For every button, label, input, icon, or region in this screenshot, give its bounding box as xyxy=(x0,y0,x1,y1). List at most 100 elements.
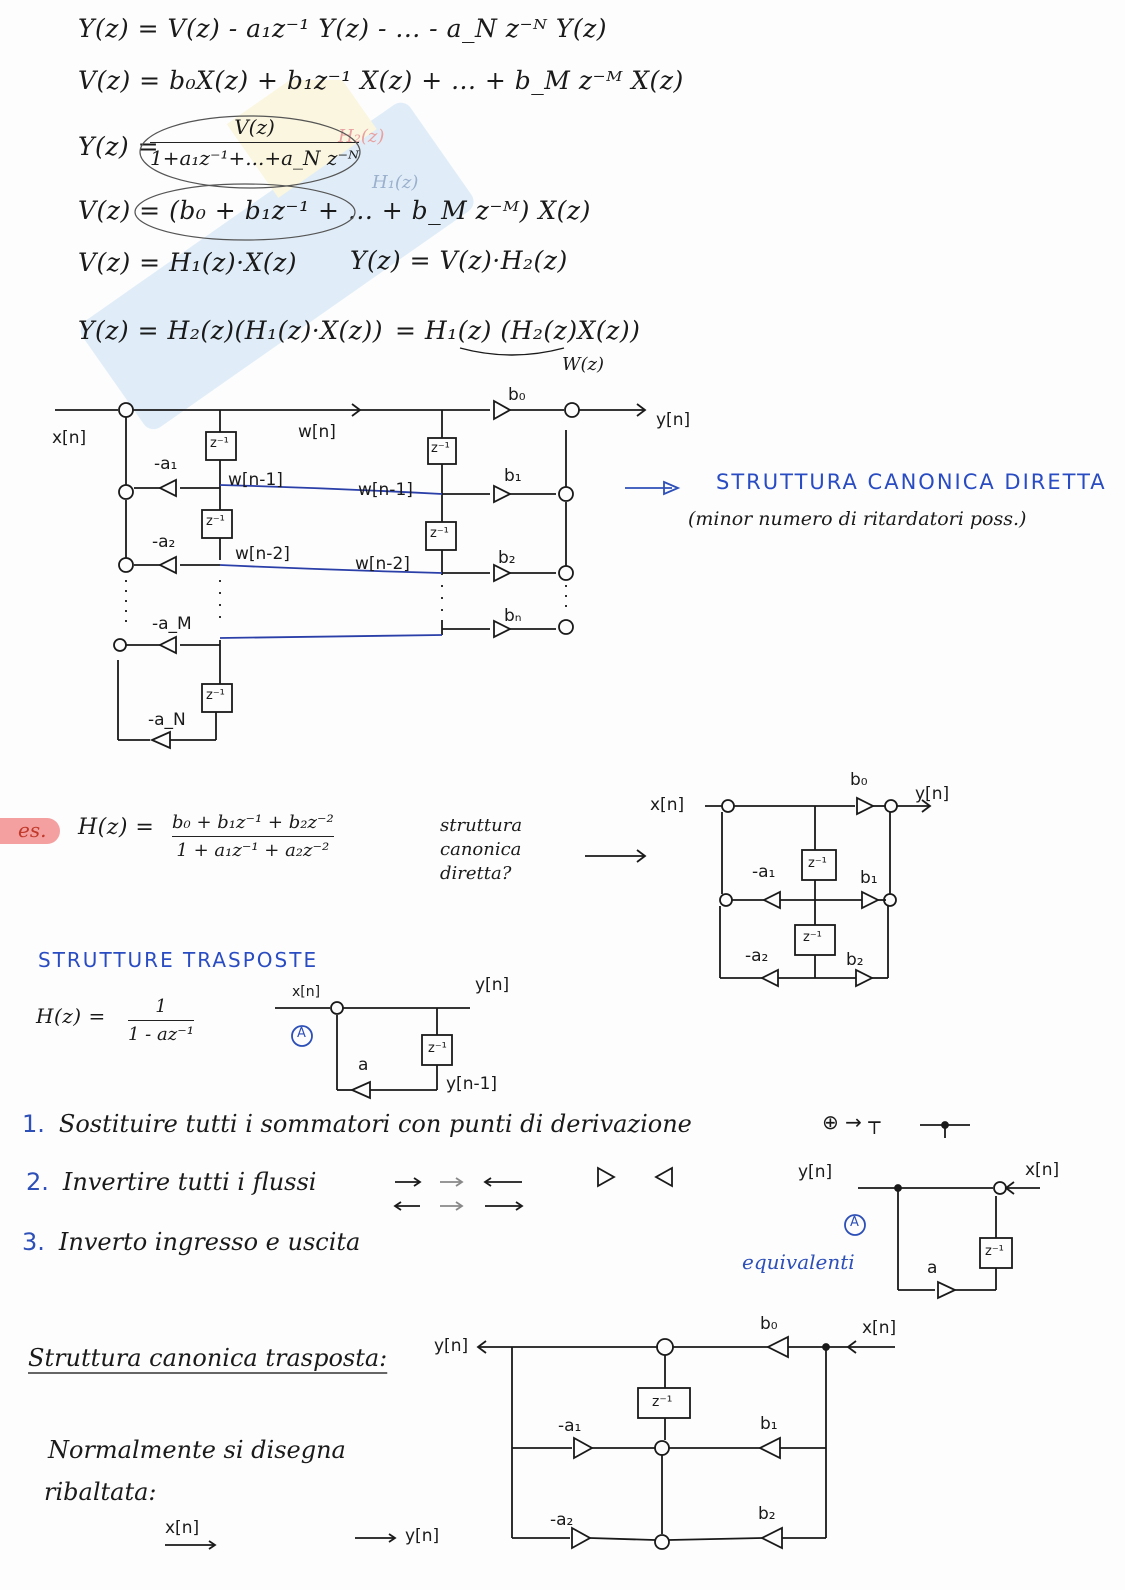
transposed-output: y[n] xyxy=(475,975,510,995)
step-3: 3.Inverto ingresso e uscita xyxy=(22,1228,360,1256)
example-gain-a1: -a₁ xyxy=(752,862,776,882)
tc-gain-a1: -a₁ xyxy=(558,1416,582,1436)
equation-3-numerator: V(z) xyxy=(234,115,275,139)
diag1-w2b-label: w[n-2] xyxy=(355,554,410,574)
diag1-delay-3: z⁻¹ xyxy=(206,688,225,703)
step-1-text: Sostituire tutti i sommatori con punti d… xyxy=(58,1110,692,1138)
equation-6b: = H₁(z) (H₂(z)X(z)) xyxy=(395,316,641,345)
adder-left-2 xyxy=(118,557,134,573)
bottom-note-line1: Normalmente si disegna xyxy=(48,1436,346,1464)
example-question: struttura canonica diretta? xyxy=(440,815,523,884)
equation-1: Y(z) = V(z) - a₁z⁻¹ Y(z) - ... - a_N z⁻ᴺ… xyxy=(78,14,608,43)
bottom-note-line2: ribaltata: xyxy=(44,1478,157,1506)
adder-right-2 xyxy=(558,565,574,581)
circle-h2-annotation xyxy=(139,115,361,189)
delay-left-1 xyxy=(205,431,237,461)
diag1-w2-label: w[n-2] xyxy=(235,544,290,564)
example-delay-2: z⁻¹ xyxy=(803,930,822,945)
example-fraction: b₀ + b₁z⁻¹ + b₂z⁻² 1 + a₁z⁻¹ + a₂z⁻² xyxy=(172,812,334,861)
gain-minus-a2 xyxy=(157,555,177,575)
h1-annotation: H₁(z) xyxy=(372,172,419,193)
diag1-input-label: x[n] xyxy=(52,428,87,448)
example-lhs: H(z) = xyxy=(78,815,155,840)
equivalent-output: y[n] xyxy=(798,1162,833,1182)
adder-right-3 xyxy=(558,619,574,635)
example-numerator: b₀ + b₁z⁻¹ + b₂z⁻² xyxy=(172,812,334,833)
gain-minus-a1 xyxy=(157,478,177,498)
gain-minus-am xyxy=(157,635,177,655)
step-1-number: 1. xyxy=(22,1110,45,1138)
transposed-gain: a xyxy=(358,1055,369,1075)
example-tag-highlight xyxy=(0,818,60,844)
equivalent-gain: a xyxy=(927,1258,938,1278)
diag1-gain-bn: bₙ xyxy=(504,606,522,626)
tc-gain-a2: -a₂ xyxy=(550,1510,574,1530)
example-gain-b2: b₂ xyxy=(846,950,864,970)
delay-left-2 xyxy=(201,509,233,539)
step-1: 1. Sostituire tutti i sommatori con punti… xyxy=(22,1110,692,1138)
adder-right-1 xyxy=(558,486,574,502)
transposed-canonical-title: Struttura canonica trasposta: xyxy=(28,1344,388,1372)
fraction-bar xyxy=(150,142,360,143)
gain-b2 xyxy=(493,563,513,583)
tc-gain-b0: b₀ xyxy=(760,1314,778,1334)
step-2-number: 2. xyxy=(26,1168,49,1196)
equation-5b: Y(z) = V(z)·H₂(z) xyxy=(350,246,568,275)
transposed-lhs: H(z) = xyxy=(36,1004,106,1028)
w-annotation: W(z) xyxy=(562,354,605,375)
canonical-note: (minor numero di ritardatori poss.) xyxy=(688,508,1027,530)
adder-top-left xyxy=(118,402,134,418)
step-2: 2. Invertire tutti i flussi xyxy=(26,1168,316,1196)
transposed-fraction: 1 1 - az⁻¹ xyxy=(128,996,194,1045)
tc-gain-b2: b₂ xyxy=(758,1504,776,1524)
transposed-numerator: 1 xyxy=(155,996,167,1017)
example-tag: es. xyxy=(18,818,47,842)
w-underbrace xyxy=(459,347,565,356)
delay-left-3 xyxy=(201,683,233,713)
gain-bn xyxy=(493,619,513,639)
diag1-delay-1: z⁻¹ xyxy=(210,436,229,451)
diag1-gain-a1: -a₁ xyxy=(154,454,178,474)
transposed-title: STRUTTURE TRASPOSTE xyxy=(38,948,319,972)
tc-delay: z⁻¹ xyxy=(652,1394,673,1410)
equation-2: V(z) = b₀X(z) + b₁z⁻¹ X(z) + ... + b_M z… xyxy=(78,66,684,95)
example-gain-a2: -a₂ xyxy=(745,946,769,966)
transposed-marker: A xyxy=(297,1026,306,1041)
example-denominator: 1 + a₁z⁻¹ + a₂z⁻² xyxy=(176,840,330,861)
diag1-gain-b0: b₀ xyxy=(508,385,526,405)
example-gain-b1: b₁ xyxy=(860,868,878,888)
diag1-w1b-label: w[n-1] xyxy=(358,480,413,500)
gain-minus-an xyxy=(149,730,171,750)
diag1-output-label: y[n] xyxy=(656,410,691,430)
step-2-text: Invertire tutti i flussi xyxy=(62,1168,317,1196)
delay-right-2 xyxy=(425,521,457,551)
transposed-delay: z⁻¹ xyxy=(428,1041,447,1056)
diag1-w-label: w[n] xyxy=(298,422,336,442)
diag1-delay-4: z⁻¹ xyxy=(431,441,450,456)
equivalent-marker: A xyxy=(850,1215,859,1230)
adder-left-3 xyxy=(113,638,127,652)
tc-input: x[n] xyxy=(862,1318,897,1338)
bottom-note-input: x[n] xyxy=(165,1518,200,1538)
diag1-w1-label: w[n-1] xyxy=(228,470,283,490)
equation-3-denominator: 1+a₁z⁻¹+...+a_N z⁻ᴺ xyxy=(150,146,360,170)
transposed-input: x[n] xyxy=(292,984,321,1000)
step-3-number: 3. xyxy=(22,1228,45,1256)
diag1-gain-am: -a_M xyxy=(152,614,192,634)
adder-top-right xyxy=(564,402,580,418)
equivalent-delay: z⁻¹ xyxy=(985,1244,1004,1259)
equation-3-fraction: V(z) 1+a₁z⁻¹+...+a_N z⁻ᴺ xyxy=(150,115,360,170)
gain-b1 xyxy=(493,484,513,504)
equivalent-input: x[n] xyxy=(1025,1160,1060,1180)
example-output: y[n] xyxy=(915,784,950,804)
example-delay-1: z⁻¹ xyxy=(808,856,827,871)
step-1-symbol: ⊕ → ┬ xyxy=(822,1110,881,1134)
circle-h1-annotation xyxy=(134,183,356,241)
tc-output: y[n] xyxy=(434,1336,469,1356)
diag1-gain-an: -a_N xyxy=(148,710,186,730)
adder-left-1 xyxy=(118,484,134,500)
example-gain-b0: b₀ xyxy=(850,770,868,790)
diag1-delay-5: z⁻¹ xyxy=(430,526,449,541)
